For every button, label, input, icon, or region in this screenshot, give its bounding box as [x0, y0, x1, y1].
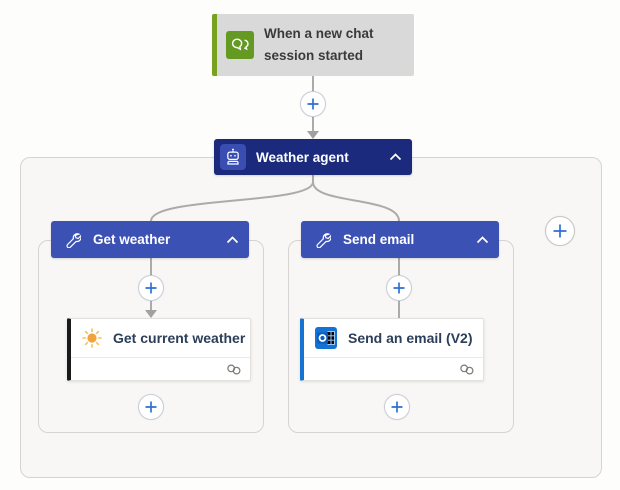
- tool-label: Get weather: [93, 232, 171, 247]
- plus-icon: [553, 224, 567, 238]
- chevron-up-icon[interactable]: [476, 235, 489, 244]
- wrench-icon: [65, 232, 81, 248]
- action-card-footer: [71, 357, 250, 380]
- chat-bubbles-icon: [226, 31, 254, 59]
- plus-icon: [145, 282, 157, 294]
- add-action-button-send-email[interactable]: [384, 394, 410, 420]
- action-card-title-row: Send an email (V2): [304, 319, 483, 357]
- action-card-get-current-weather[interactable]: Get current weather: [67, 318, 251, 381]
- bot-icon: [220, 144, 246, 170]
- action-card-footer: [304, 357, 483, 380]
- agent-header-weather-agent[interactable]: Weather agent: [214, 139, 412, 175]
- trigger-card-when-a-new-chat-session-started[interactable]: When a new chat session started: [212, 14, 414, 76]
- agent-label: Weather agent: [256, 149, 349, 165]
- action-title: Get current weather: [113, 330, 246, 346]
- insert-step-button-send-email[interactable]: [386, 275, 412, 301]
- plus-icon: [393, 282, 405, 294]
- connection-icon[interactable]: [226, 364, 242, 375]
- add-action-button-get-weather[interactable]: [138, 394, 164, 420]
- action-card-title-row: Get current weather: [71, 319, 250, 357]
- trigger-title: When a new chat session started: [264, 26, 374, 63]
- sun-icon: [81, 327, 103, 349]
- tool-header-get-weather[interactable]: Get weather: [51, 221, 249, 258]
- outlook-icon: [314, 326, 338, 350]
- plus-icon: [391, 401, 403, 413]
- action-title: Send an email (V2): [348, 330, 473, 346]
- insert-step-button-top[interactable]: [300, 91, 326, 117]
- insert-step-button-get-weather[interactable]: [138, 275, 164, 301]
- plus-icon: [307, 98, 319, 110]
- add-tool-button[interactable]: [545, 216, 575, 246]
- connection-icon[interactable]: [459, 364, 475, 375]
- chevron-up-icon[interactable]: [389, 153, 402, 161]
- tool-label: Send email: [343, 232, 415, 247]
- tool-header-send-email[interactable]: Send email: [301, 221, 499, 258]
- action-card-send-an-email-v2[interactable]: Send an email (V2): [300, 318, 484, 381]
- plus-icon: [145, 401, 157, 413]
- wrench-icon: [315, 232, 331, 248]
- chevron-up-icon[interactable]: [226, 235, 239, 244]
